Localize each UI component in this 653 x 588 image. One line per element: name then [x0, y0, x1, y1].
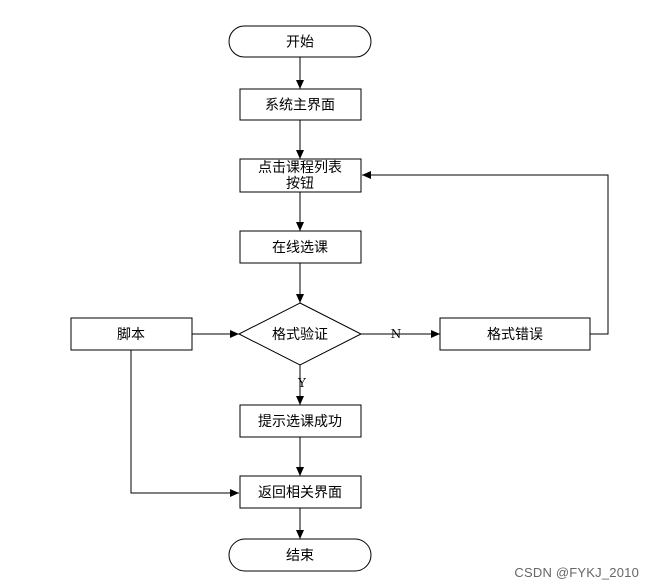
validate-diamond: [237, 302, 363, 366]
format-error-label: 格式错误: [487, 327, 543, 343]
return-ui-label: 返回相关界面: [258, 485, 342, 501]
script-label: 脚本: [117, 327, 145, 343]
yes-label: Y: [297, 376, 307, 390]
success-box: [239, 404, 362, 438]
edge-error-back-to-click: [362, 171, 609, 335]
script-box: [70, 317, 193, 351]
select-online-label: 在线选课: [272, 240, 328, 256]
click-list-label-line2: 按钮: [286, 176, 314, 192]
edges: [130, 57, 609, 539]
end-label: 结束: [286, 548, 314, 564]
success-label: 提示选课成功: [258, 414, 342, 430]
validate-label: 格式验证: [272, 327, 328, 343]
end-terminator: [228, 538, 372, 572]
watermark: CSDN @FYKJ_2010: [514, 565, 639, 580]
start-label: 开始: [286, 35, 314, 51]
main-ui-box: [239, 88, 362, 121]
nodes: [70, 25, 591, 572]
format-error-box: [439, 317, 591, 351]
return-ui-box: [239, 475, 362, 509]
no-label: N: [391, 327, 402, 341]
main-ui-label: 系统主界面: [265, 98, 335, 114]
start-terminator: [228, 25, 372, 58]
select-online-box: [239, 230, 362, 264]
click-list-label-line1: 点击课程列表: [258, 160, 342, 176]
click-list-box: [239, 158, 362, 193]
edge-script-to-return: [130, 350, 239, 497]
